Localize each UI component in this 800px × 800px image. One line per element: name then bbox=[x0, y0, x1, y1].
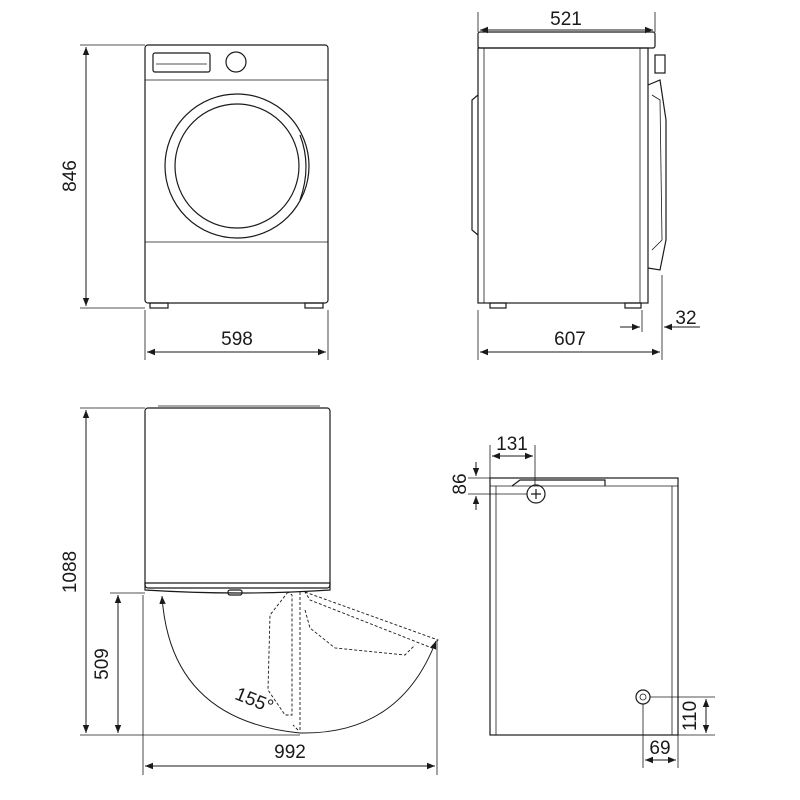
plug-vertical-dimension: 86 bbox=[450, 473, 471, 494]
front-band bbox=[144, 582, 331, 594]
door-hinge bbox=[227, 589, 243, 596]
rear-body bbox=[489, 477, 679, 736]
rear-profile bbox=[471, 94, 479, 236]
foot-right bbox=[304, 302, 324, 309]
door-angle-label: 155° bbox=[232, 684, 276, 718]
door-glass bbox=[174, 103, 300, 229]
top-body bbox=[144, 407, 331, 589]
door-protrusion-dimension: 32 bbox=[675, 308, 696, 329]
door-handle bbox=[299, 134, 307, 201]
plug-horizontal-dimension: 131 bbox=[496, 434, 528, 455]
program-knob bbox=[225, 51, 247, 73]
detergent-drawer bbox=[152, 52, 211, 73]
door-width-dimension: 509 bbox=[92, 648, 113, 680]
door-outer bbox=[164, 93, 310, 239]
side-body bbox=[477, 47, 649, 304]
drain-horizontal-dimension: 69 bbox=[649, 738, 670, 759]
front-view: 846 598 bbox=[60, 44, 329, 360]
total-width-dimension: 992 bbox=[274, 742, 306, 763]
drain-outlet bbox=[635, 689, 651, 705]
appliance-body bbox=[144, 44, 329, 304]
top-lid bbox=[477, 31, 656, 49]
drain-height-dimension: 110 bbox=[680, 701, 701, 731]
width-dimension: 598 bbox=[221, 329, 253, 350]
door-profile bbox=[647, 79, 667, 271]
cable-channel bbox=[511, 479, 606, 487]
foot-left bbox=[149, 302, 169, 309]
top-view: 155° 1088 509 992 bbox=[60, 405, 439, 775]
side-view: 521 607 32 bbox=[471, 9, 700, 360]
door-position-open-90 bbox=[267, 591, 293, 716]
height-dimension: 846 bbox=[60, 160, 81, 192]
open-depth-dimension: 1088 bbox=[60, 551, 81, 593]
rear-view: 131 86 110 69 bbox=[450, 434, 715, 768]
knob-profile bbox=[654, 54, 666, 74]
door-swing-arc bbox=[159, 595, 437, 734]
total-depth-dimension: 607 bbox=[554, 329, 586, 350]
top-depth-dimension: 521 bbox=[550, 9, 582, 30]
